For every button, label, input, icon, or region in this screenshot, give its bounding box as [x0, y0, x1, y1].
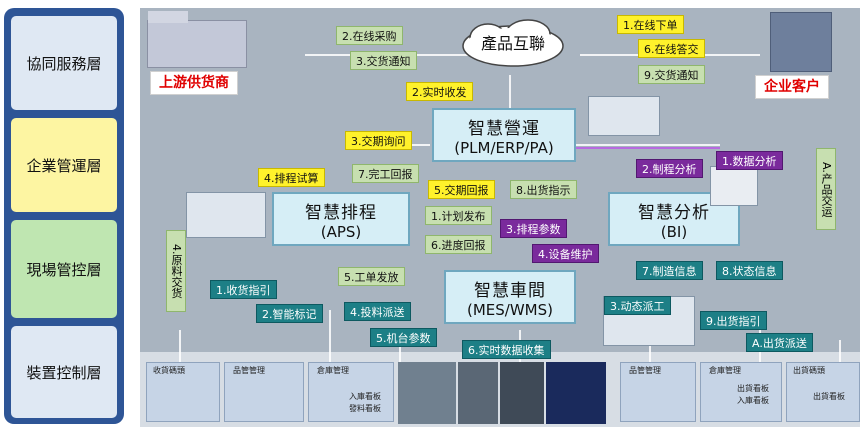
- system-aps-title: 智慧排程: [305, 202, 377, 223]
- device-product-mgmt-right: 品管管理: [620, 362, 696, 422]
- factory-photo-3: [500, 362, 544, 424]
- system-plm: 智慧營運 (PLM/ERP/PA): [432, 108, 576, 162]
- factory-photo-4: [546, 362, 606, 424]
- system-bi-title: 智慧分析: [638, 202, 710, 223]
- flow-machine-params: 5.机台参数: [370, 328, 437, 347]
- customer-label: 企业客户: [755, 75, 829, 99]
- system-plm-title: 智慧營運: [468, 118, 540, 139]
- device-product-mgmt-label: 品管管理: [233, 366, 265, 375]
- system-mes: 智慧車間 (MES/WMS): [444, 270, 576, 324]
- factory-photo-1: [398, 362, 456, 424]
- flow-schedule-params: 3.排程参数: [500, 219, 567, 238]
- factory-icon: [147, 11, 247, 68]
- analyst-icon: [710, 166, 758, 206]
- flow-work-order-release: 5.工单发放: [338, 267, 405, 286]
- device-shipping: 出貨碼頭 出貨看板: [786, 362, 860, 422]
- flow-realtime-receive: 2.实时收发: [406, 82, 473, 101]
- flow-plan-release: 1.计划发布: [425, 206, 492, 225]
- device-inbound-board-right: 入庫看板: [737, 396, 769, 405]
- flow-online-order: 1.在线下单: [617, 15, 684, 34]
- flow-delivery-notice-customer: 9.交货通知: [638, 65, 705, 84]
- cloud-label: 產品互聯: [480, 34, 545, 53]
- flow-material-delivery: 4.原料交货: [166, 230, 186, 312]
- factory-photo-2: [458, 362, 498, 424]
- flow-realtime-data: 6.实时数据收集: [462, 340, 551, 359]
- device-shipping-board-right: 出貨看板: [813, 392, 845, 401]
- layer-sidebar: 協同服務層 企業管運層 現場管控層 裝置控制層: [4, 8, 124, 424]
- layer-enterprise: 企業管運層: [11, 118, 117, 212]
- flow-schedule-trial: 4.排程试算: [258, 168, 325, 187]
- system-aps-sub: (APS): [320, 222, 362, 241]
- flow-manufacturing-info: 7.制造信息: [636, 261, 703, 280]
- flow-data-analysis: 1.数据分析: [716, 151, 783, 170]
- aps-screen-thumbnail: [186, 192, 266, 238]
- flow-dynamic-dispatch: 3.动态派工: [604, 296, 671, 315]
- flow-feed-dispatch: 4.投料派送: [344, 302, 411, 321]
- device-product-mgmt-right-label: 品管管理: [629, 366, 661, 375]
- layer-device: 裝置控制層: [11, 326, 117, 418]
- flow-shipping-instruction: 8.出货指示: [510, 180, 577, 199]
- layer-collaboration: 協同服務層: [11, 16, 117, 110]
- flow-process-analysis: 2.制程分析: [636, 159, 703, 178]
- system-mes-title: 智慧車間: [474, 280, 546, 301]
- flow-shipment-dispatch: A.出货派送: [746, 333, 813, 352]
- device-warehouse-right-label: 倉庫管理: [709, 366, 741, 375]
- device-warehouse: 倉庫管理 入庫看板 發料看板: [308, 362, 394, 422]
- device-shipping-board: 出貨看板: [737, 384, 769, 393]
- system-mes-sub: (MES/WMS): [467, 300, 553, 319]
- flow-shipping-guide: 9.出货指引: [700, 311, 767, 330]
- device-inbound-board: 入庫看板: [349, 392, 381, 401]
- device-product-mgmt: 品管管理: [224, 362, 304, 422]
- system-plm-sub: (PLM/ERP/PA): [454, 138, 554, 157]
- flow-complete-report: 7.完工回报: [352, 164, 419, 183]
- supplier-label: 上游供货商: [150, 71, 238, 95]
- flow-delivery-notice-supplier: 3.交货通知: [350, 51, 417, 70]
- plm-screen-thumbnail: [588, 96, 660, 136]
- device-issue-board: 發料看板: [349, 404, 381, 413]
- device-shipping-label: 出貨碼頭: [793, 366, 825, 375]
- system-aps: 智慧排程 (APS): [272, 192, 410, 246]
- device-receiving: 收貨碼頭: [146, 362, 220, 422]
- office-building-icon: [770, 12, 832, 72]
- device-warehouse-label: 倉庫管理: [317, 366, 349, 375]
- flow-delivery-inquiry: 3.交期询问: [345, 131, 412, 150]
- device-receiving-label: 收貨碼頭: [153, 366, 185, 375]
- flow-product-delivery: A.产品交运: [816, 148, 836, 230]
- system-bi-sub: (BI): [660, 222, 688, 241]
- flow-progress-report: 6.进度回报: [425, 235, 492, 254]
- flow-online-reply: 6.在线答交: [638, 39, 705, 58]
- device-warehouse-right: 倉庫管理 出貨看板 入庫看板: [700, 362, 782, 422]
- layer-shopfloor: 現場管控層: [11, 220, 117, 318]
- flow-online-purchase: 2.在线采购: [336, 26, 403, 45]
- flow-status-info: 8.状态信息: [716, 261, 783, 280]
- flow-smart-tagging: 2.智能标记: [256, 304, 323, 323]
- flow-delivery-report: 5.交期回报: [428, 180, 495, 199]
- flow-receiving-instruction: 1.收货指引: [210, 280, 277, 299]
- flow-equipment-maint: 4.设备维护: [532, 244, 599, 263]
- cloud-icon: [462, 19, 564, 67]
